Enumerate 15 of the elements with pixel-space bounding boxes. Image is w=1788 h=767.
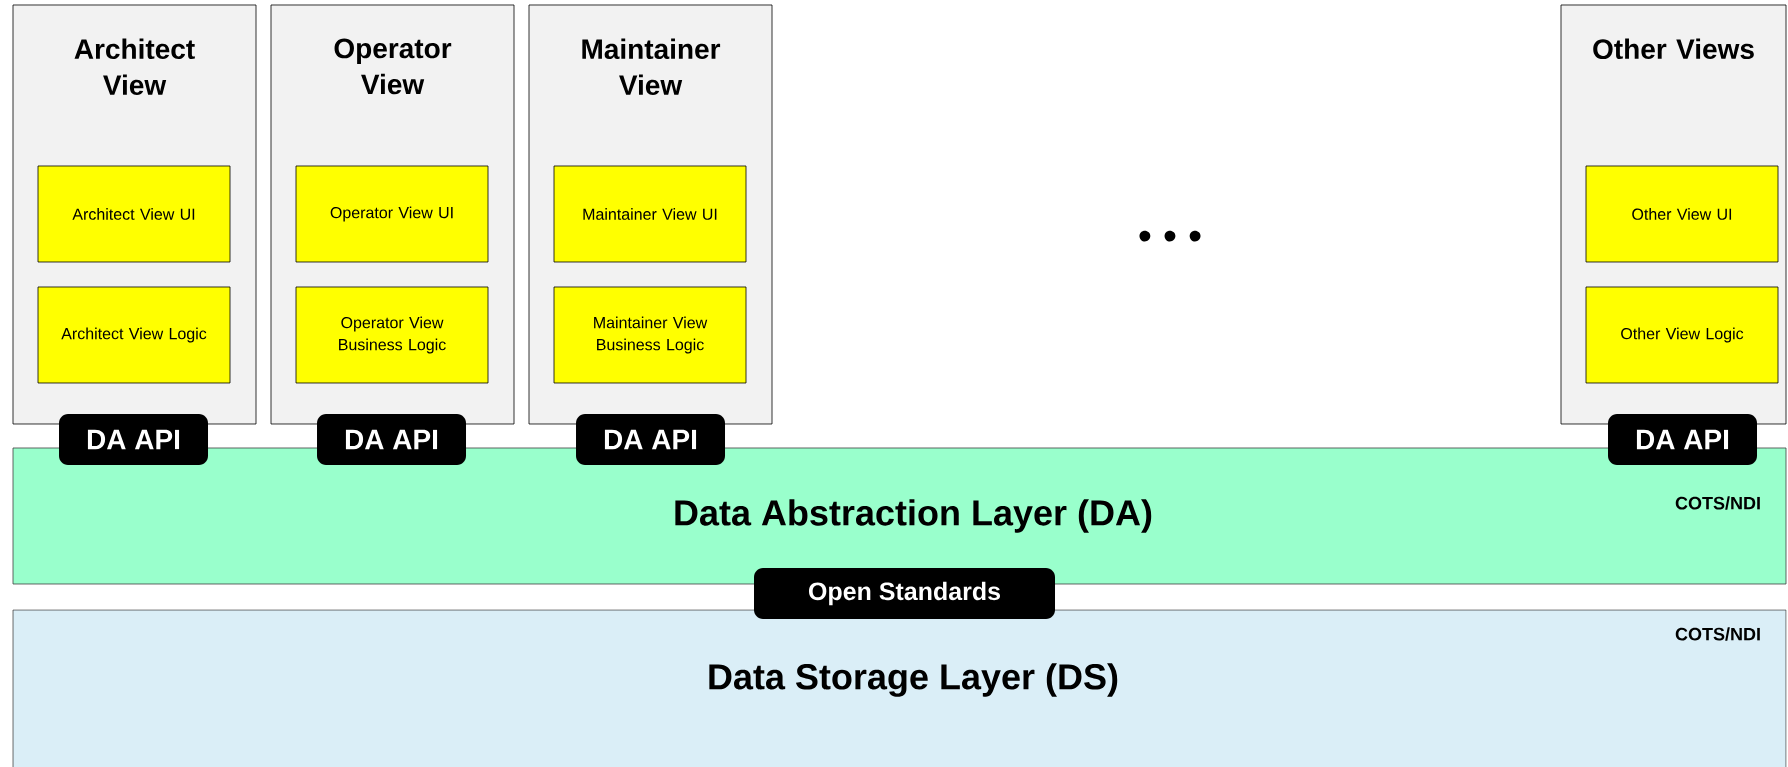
- layer-band: Data Storage Layer (DS) COTS/NDI: [12, 609, 1787, 767]
- component-box: Maintainer View UI: [553, 165, 747, 263]
- standards-badge: Open Standards: [754, 568, 1055, 619]
- api-badge: DA API: [317, 414, 466, 465]
- ellipsis: • • •: [1139, 230, 1201, 242]
- component-box: Maintainer View Business Logic: [553, 286, 747, 384]
- api-badge: DA API: [1608, 414, 1757, 465]
- component-box: Other View UI: [1585, 165, 1779, 263]
- component-box: Architect View Logic: [37, 286, 231, 384]
- component-box: Other View Logic: [1585, 286, 1779, 384]
- api-badge: DA API: [576, 414, 725, 465]
- component-box: Architect View UI: [37, 165, 231, 263]
- component-box: Operator View UI: [295, 165, 489, 263]
- api-badge: DA API: [59, 414, 208, 465]
- component-box: Operator View Business Logic: [295, 286, 489, 384]
